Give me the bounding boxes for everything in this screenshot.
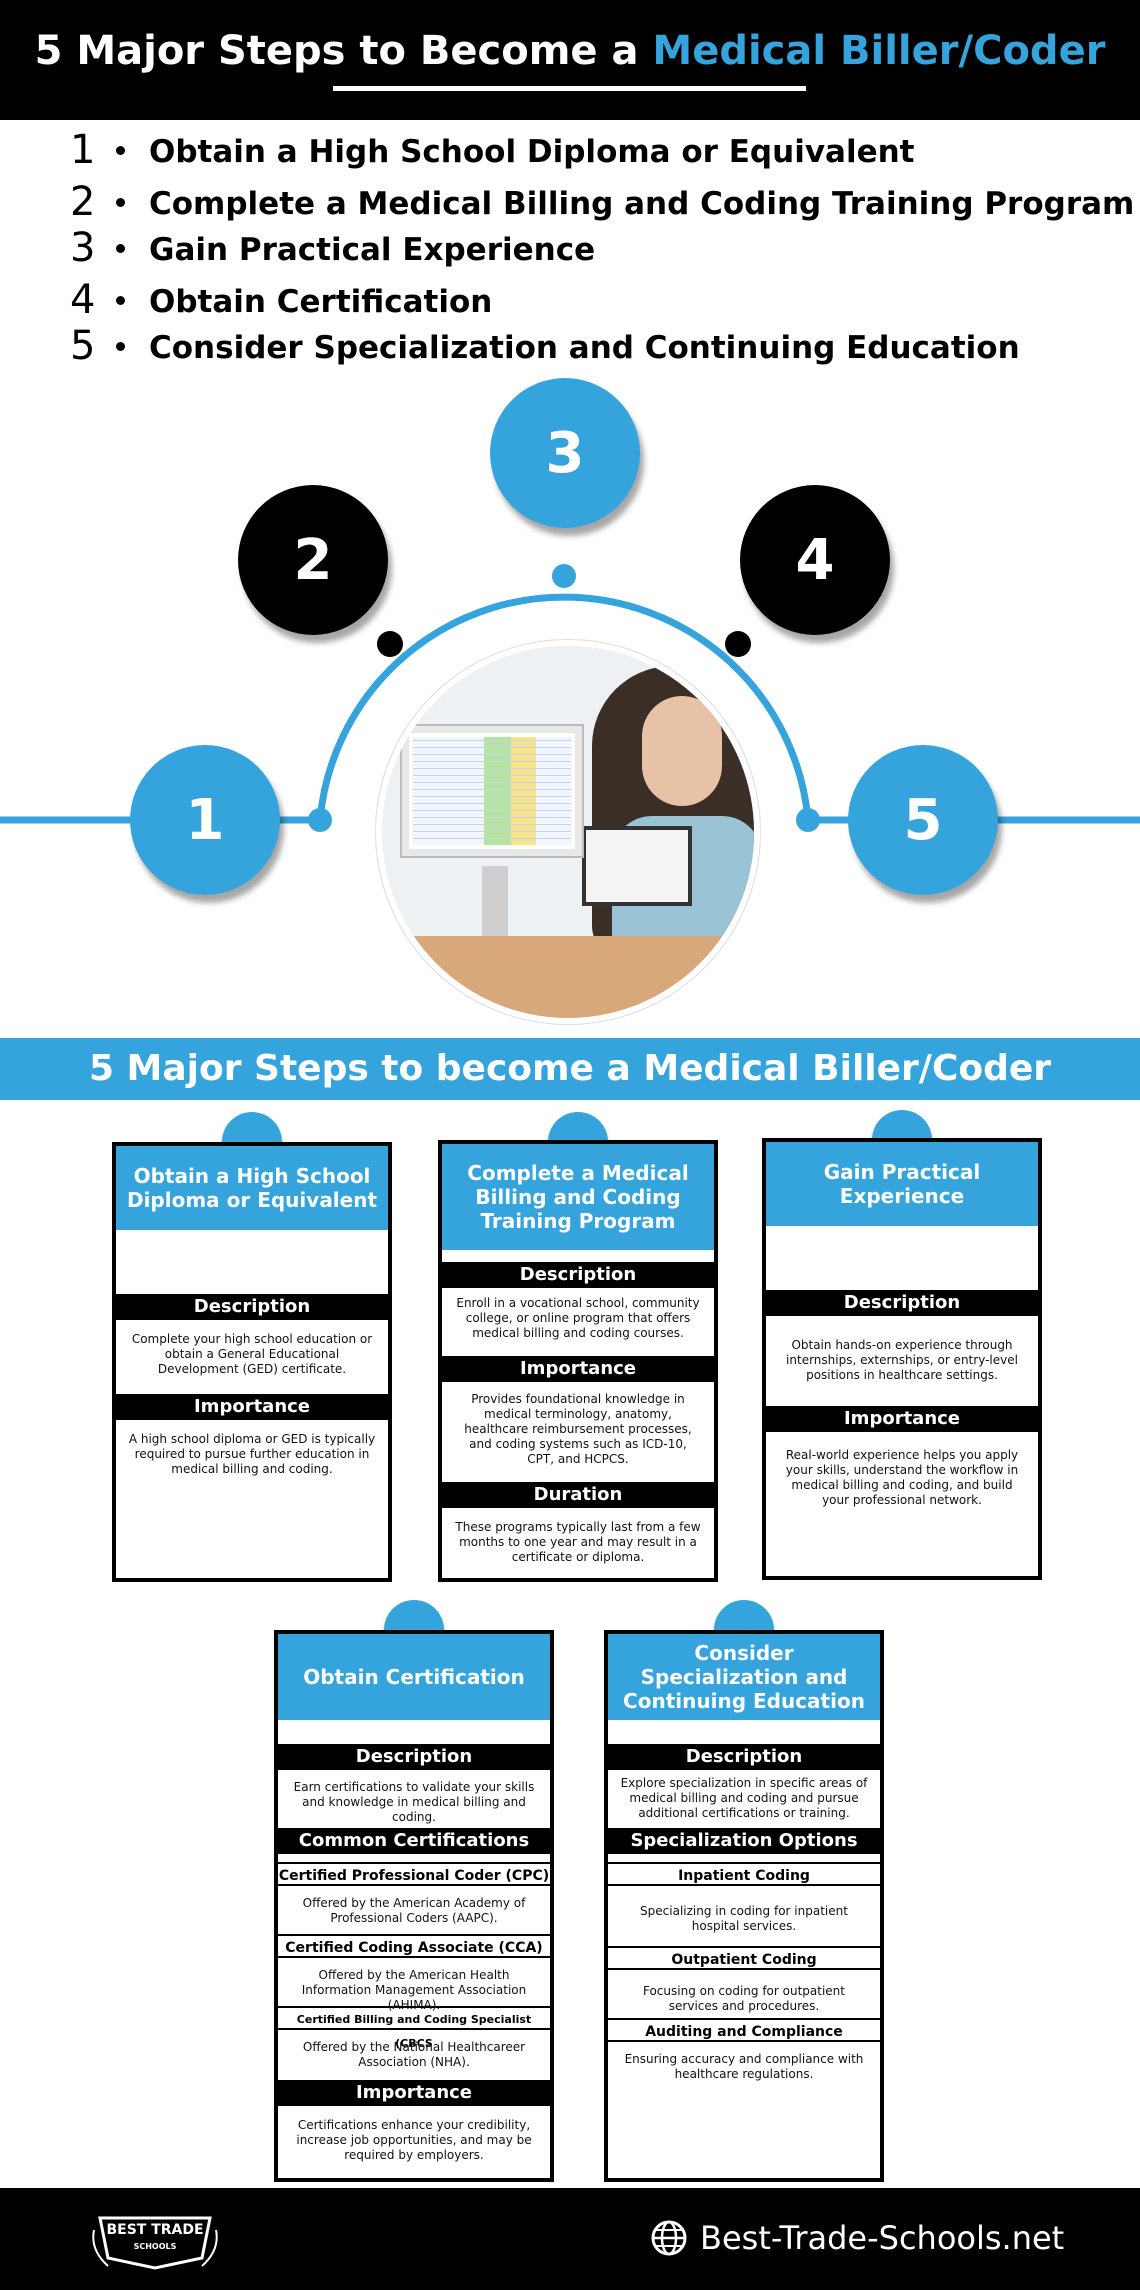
step-item: 2 Complete a Medical Billing and Coding … [70,178,1134,226]
card-section-header: Description [766,1290,1038,1316]
bullet-icon [116,244,125,253]
title-underline [333,86,806,91]
step-number: 2 [70,179,96,225]
card-section-header: Description [278,1744,550,1770]
card-section-header: Description [608,1744,880,1770]
step-text: Obtain a High School Diploma or Equivale… [149,134,915,170]
spec-name: Auditing and Compliance [608,2018,880,2042]
spec-text: Specializing in coding for inpatient hos… [640,1904,848,1933]
card-text: Explore specialization in specific areas… [620,1776,868,1820]
cert-name: Certified Billing and Coding Specialist … [278,2006,550,2050]
step-circle-4: 4 [740,485,890,635]
title-plain: 5 Major Steps to Become a [34,28,639,74]
spec-text: Focusing on coding for outpatient servic… [642,1984,845,2013]
card-text: Obtain hands-on experience through inter… [786,1338,1018,1382]
page-title: 5 Major Steps to Become a Medical Biller… [0,28,1140,74]
card-section-header: Common Certifications [278,1828,550,1854]
cert-text: Offered by the American Health Informati… [301,1968,527,2012]
logo-text: BEST TRADE [106,2222,204,2238]
arc-dot [552,564,576,588]
bullet-icon [116,198,125,207]
card-specialization: Consider Specialization and Continuing E… [604,1630,884,2182]
step-item: 4 Obtain Certification [70,276,1130,324]
card-section-header: Importance [278,2080,550,2106]
arc-dot [725,631,751,657]
card-text: Certifications enhance your credibility,… [296,2118,532,2162]
step-item: 5 Consider Specialization and Continuing… [70,322,1130,370]
arc-dot [308,808,332,832]
cert-name: Certified Coding Associate (CCA) [278,1934,550,1958]
cert-text: Offered by the National Healthcareer Ass… [302,2040,526,2069]
logo-subtext: SCHOOLS [133,2242,177,2251]
card-text: Earn certifications to validate your ski… [293,1780,535,1824]
card-high-school: Obtain a High School Diploma or Equivale… [112,1142,392,1582]
section-band: 5 Major Steps to become a Medical Biller… [0,1038,1140,1100]
card-training-program: Complete a Medical Billing and Coding Tr… [438,1140,718,1582]
step-text: Gain Practical Experience [149,232,596,268]
card-title: Obtain a High School Diploma or Equivale… [116,1146,388,1230]
card-section-header: Description [116,1294,388,1320]
card-section-header: Importance [116,1394,388,1420]
arc-dot [377,631,403,657]
card-certification: Obtain Certification Description Earn ce… [274,1630,554,2182]
step-circle-5: 5 [848,745,998,895]
card-title: Gain Practical Experience [766,1142,1038,1226]
step-number: 3 [70,225,96,271]
logo-icon [92,2216,218,2270]
step-number: 1 [70,127,96,173]
bullet-icon [116,146,125,155]
globe-icon [651,2220,687,2256]
spec-text: Ensuring accuracy and compliance with he… [624,2052,864,2081]
card-practical-experience: Gain Practical Experience Description Ob… [762,1138,1042,1580]
step-text: Complete a Medical Billing and Coding Tr… [149,186,1135,222]
card-section-header: Duration [442,1482,714,1508]
step-text: Consider Specialization and Continuing E… [149,330,1020,366]
photo-coder-at-computer [376,640,760,1024]
step-item: 1 Obtain a High School Diploma or Equiva… [70,126,1130,174]
website-link[interactable]: Best-Trade-Schools.net [650,2218,1064,2258]
section-title: 5 Major Steps to become a Medical Biller… [88,1048,1052,1089]
step-number: 5 [70,323,96,369]
footer-bar: BEST TRADE SCHOOLS Best-Trade-Schools.ne… [0,2188,1140,2290]
spec-name: Inpatient Coding [608,1862,880,1886]
step-text: Obtain Certification [149,284,493,320]
step-circle-1: 1 [130,745,280,895]
card-text: A high school diploma or GED is typicall… [128,1432,376,1476]
bullet-icon [116,342,125,351]
cert-text: Offered by the American Academy of Profe… [302,1896,526,1925]
title-accent: Medical Biller/Coder [652,28,1106,74]
card-text: These programs typically last from a few… [455,1520,701,1564]
step-circle-2: 2 [238,485,388,635]
card-text: Enroll in a vocational school, community… [456,1296,700,1340]
step-item: 3 Gain Practical Experience [70,224,1130,272]
bullet-icon [116,296,125,305]
card-section-header: Importance [766,1406,1038,1432]
website-text[interactable]: Best-Trade-Schools.net [700,2219,1065,2257]
card-text: Complete your high school education or o… [131,1332,373,1376]
card-section-header: Importance [442,1356,714,1382]
card-title: Consider Specialization and Continuing E… [608,1634,880,1720]
arc [316,593,812,821]
spec-name: Outpatient Coding [608,1946,880,1970]
card-title: Complete a Medical Billing and Coding Tr… [442,1144,714,1250]
card-title: Obtain Certification [278,1634,550,1720]
arc-dot [796,808,820,832]
card-text: Provides foundational knowledge in medic… [464,1392,692,1466]
step-circle-3: 3 [490,378,640,528]
header-bar: 5 Major Steps to Become a Medical Biller… [0,0,1140,120]
cert-name: Certified Professional Coder (CPC) [278,1862,550,1886]
card-section-header: Description [442,1262,714,1288]
step-number: 4 [70,277,96,323]
card-section-header: Specialization Options [608,1828,880,1854]
card-text: Real-world experience helps you apply yo… [785,1448,1019,1507]
